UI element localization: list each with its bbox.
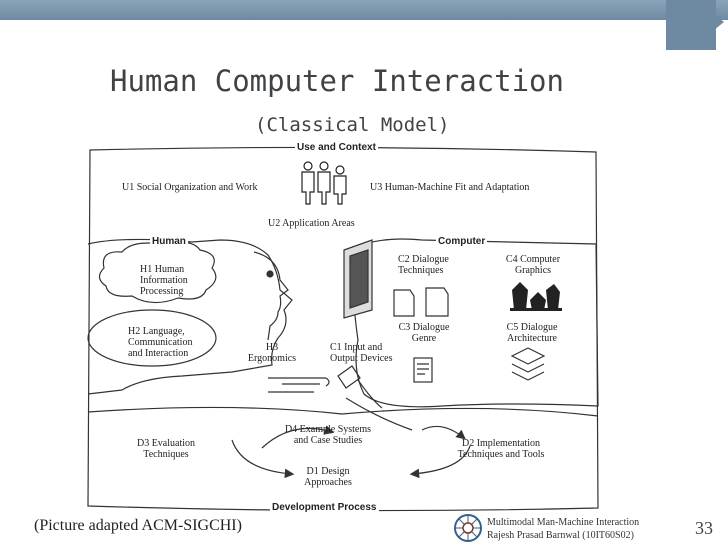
c4-line-1: C4 Computer: [505, 254, 561, 265]
page-number: 33: [695, 518, 713, 538]
use-context-label: Use and Context: [295, 142, 378, 153]
h2-line-2: Communication: [128, 337, 193, 348]
c5-line-2: Architecture: [507, 333, 557, 344]
h2-line-3: and Interaction: [128, 348, 189, 359]
c3-label: C3 Dialogue Genre: [392, 322, 456, 344]
u1-label: U1 Social Organization and Work: [122, 182, 258, 193]
slide-title: Human Computer Interaction: [110, 64, 564, 98]
c3-line-2: Genre: [411, 333, 437, 344]
h1-cloud: [98, 241, 217, 304]
h3-line-1: H3: [265, 342, 279, 353]
credit-line-2: Rajesh Prasad Barnwal (10IT60S02): [487, 530, 634, 541]
c1-line-1: C1 Input and: [330, 342, 383, 353]
outer-frame: [87, 146, 599, 512]
h2-line-1: H2 Language,: [128, 326, 185, 337]
human-region: [87, 238, 293, 395]
slide-subtitle: (Classical Model): [255, 114, 450, 136]
computer-label: Computer: [436, 236, 488, 247]
tab-notch: [714, 14, 724, 30]
h3-line-2: Ergonomics: [247, 353, 297, 364]
c5-label: C5 Dialogue Architecture: [498, 322, 566, 344]
d1-label: D1 Design Approaches: [288, 466, 368, 488]
d2-line-2: Techniques and Tools: [457, 449, 545, 460]
c4-label: C4 Computer Graphics: [500, 254, 566, 276]
development-boundary: [87, 406, 599, 417]
h2-label: H2 Language, Communication and Interacti…: [128, 326, 192, 359]
d4-line-1: D4 Example Systems: [284, 424, 372, 435]
graphics-figures: [510, 282, 562, 311]
d3-label: D3 Evaluation Techniques: [126, 438, 206, 460]
people-figures: [301, 161, 347, 205]
c2-label: C2 Dialogue Techniques: [398, 254, 449, 276]
computer-region: [351, 238, 599, 408]
h2-bubble: [87, 309, 217, 367]
credit-line-1: Multimodal Man-Machine Interaction: [487, 517, 640, 528]
slide-corner-tab: [666, 0, 724, 50]
d4-line-2: and Case Studies: [293, 435, 363, 446]
c4-line-2: Graphics: [514, 265, 552, 276]
c3-line-1: C3 Dialogue: [398, 322, 450, 333]
d2-label: D2 Implementation Techniques and Tools: [446, 438, 556, 460]
d1-line-2: Approaches: [304, 477, 352, 488]
h1-line-1: H1 Human: [140, 264, 185, 275]
d3-line-2: Techniques: [143, 449, 189, 460]
c2-line-2: Techniques: [398, 265, 444, 276]
h1-line-3: Processing: [140, 286, 184, 297]
d1-line-1: D1 Design: [306, 466, 350, 477]
c5-line-1: C5 Dialogue: [506, 322, 558, 333]
d4-label: D4 Example Systems and Case Studies: [278, 424, 378, 446]
h3-label: H3 Ergonomics: [246, 342, 298, 364]
institute-logo-icon: [454, 514, 482, 542]
c1-label: C1 Input and Output Devices: [330, 342, 393, 364]
h1-line-2: Information: [140, 275, 188, 286]
c2-line-1: C2 Dialogue: [398, 254, 449, 265]
hci-diagram: Use and Context Human Computer Developme…: [82, 140, 602, 516]
diagram-lines: [87, 146, 599, 512]
d2-line-1: D2 Implementation: [461, 438, 541, 449]
d3-line-1: D3 Evaluation: [136, 438, 196, 449]
hand-sketch: [268, 377, 330, 393]
human-label: Human: [150, 236, 188, 247]
development-label: Development Process: [270, 502, 379, 513]
top-accent-bar: [0, 0, 728, 20]
h1-label: H1 Human Information Processing: [140, 264, 188, 297]
picture-caption: (Picture adapted ACM-SIGCHI): [34, 517, 242, 534]
face-profile: [253, 251, 289, 341]
u3-label: U3 Human-Machine Fit and Adaptation: [370, 182, 530, 193]
credit-block: Multimodal Man-Machine Interaction Rajes…: [487, 516, 639, 542]
c1-line-2: Output Devices: [330, 353, 393, 364]
u2-label: U2 Application Areas: [268, 218, 355, 229]
